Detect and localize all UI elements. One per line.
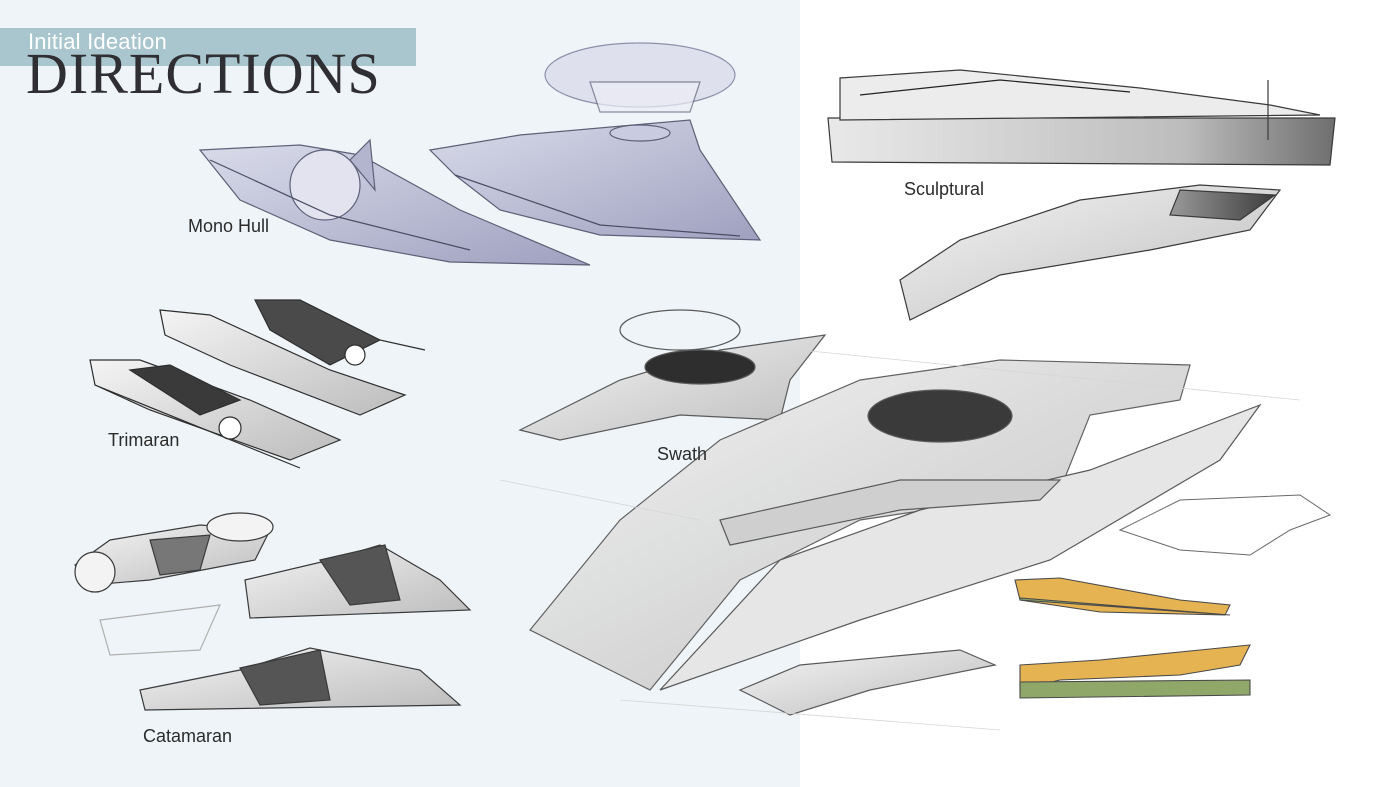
colored-concept-sketch [1014, 577, 1251, 699]
swath-label: Swath [657, 444, 708, 464]
trimaran-sketch [89, 299, 426, 469]
sculptural-sketch [827, 69, 1336, 321]
mono-hull-sketch [198, 42, 762, 266]
swath-sketch [518, 309, 1262, 716]
construction-lines [499, 349, 1301, 731]
concept-sketch-top-right [1118, 494, 1332, 556]
page-subtitle: Initial Ideation [28, 29, 167, 54]
title-band [0, 28, 416, 66]
trimaran-label: Trimaran [108, 430, 180, 450]
catamaran-label: Catamaran [143, 726, 233, 746]
mono-hull-label: Mono Hull [188, 216, 270, 236]
catamaran-sketch [74, 512, 472, 711]
page-title: DIRECTIONS [26, 41, 381, 106]
sculptural-label: Sculptural [904, 179, 985, 199]
